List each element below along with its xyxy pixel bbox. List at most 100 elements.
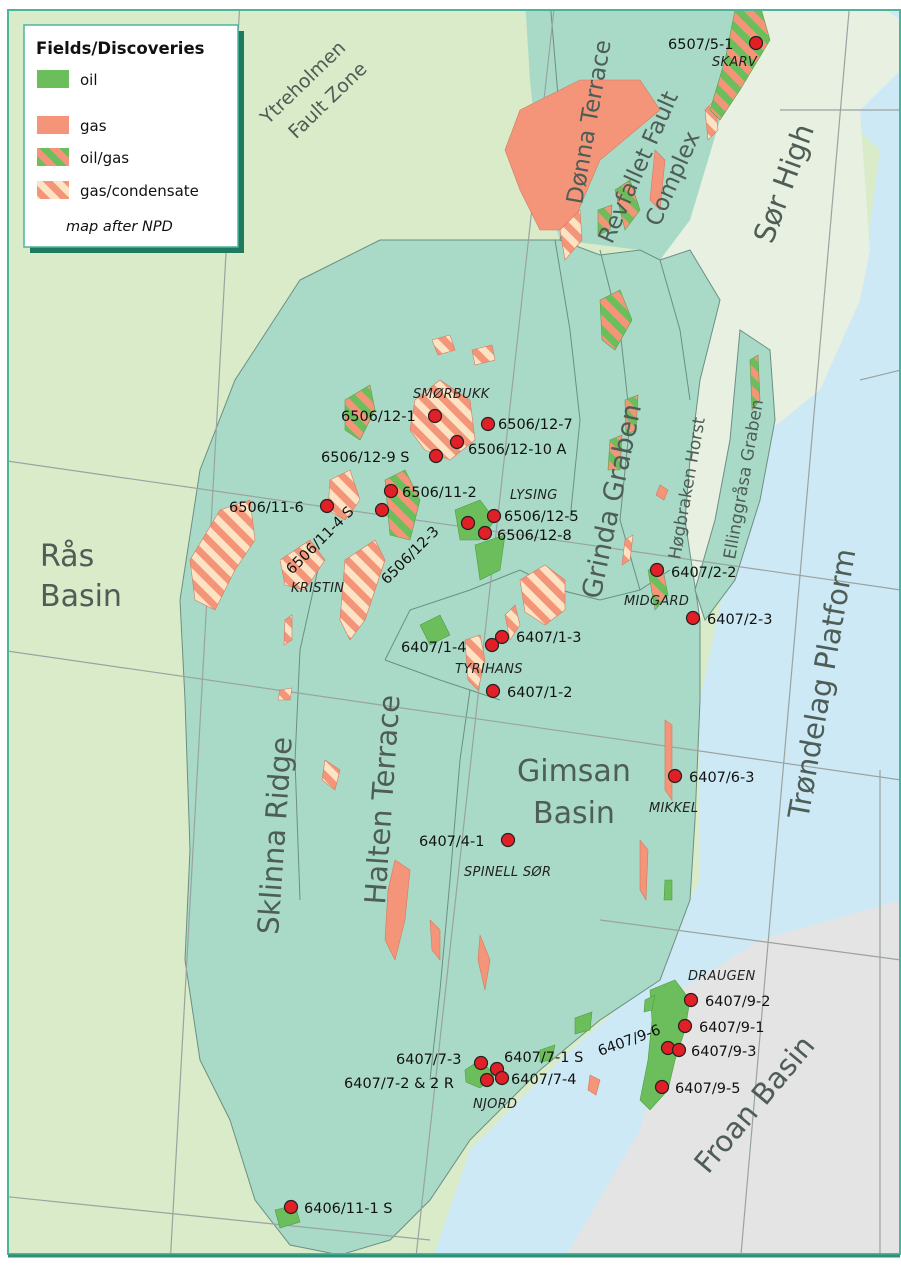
- region-label-ras: Rås Basin: [40, 539, 122, 614]
- well-6407-1-2[interactable]: 6407/1-2: [485, 683, 573, 702]
- well-6506-12-1[interactable]: 6506/12-1: [341, 408, 443, 425]
- well-marker-icon: [484, 637, 500, 653]
- well-marker-icon: [683, 992, 699, 1008]
- well-label: 6407/9-3: [691, 1044, 756, 1060]
- well-6407-7-3[interactable]: 6407/7-3: [396, 1052, 489, 1071]
- well-label: 6506/12-1: [341, 409, 416, 425]
- well-6506-11-6[interactable]: 6506/11-6: [229, 498, 335, 517]
- legend-label: oil: [80, 71, 98, 89]
- legend-item-oil: oil: [37, 70, 98, 89]
- well-6506-12-9-s[interactable]: 6506/12-9 S: [321, 448, 444, 467]
- well-6507-5-1[interactable]: 6507/5-1: [668, 35, 764, 54]
- well-marker-icon: [486, 508, 502, 524]
- well-6506-12-5[interactable]: 6506/12-5: [486, 508, 579, 525]
- well-label: 6407/1-3: [516, 630, 581, 646]
- well-marker-icon: [671, 1042, 687, 1058]
- well-marker-icon: [667, 768, 683, 784]
- well-label: 6506/12-10 A: [468, 442, 567, 458]
- field-label-smorbukk: SMØRBUKK: [413, 387, 491, 402]
- legend-label: gas/condensate: [80, 182, 199, 200]
- froan-area: [567, 900, 900, 1254]
- well-6506-12-7[interactable]: 6506/12-7: [480, 416, 573, 433]
- legend-item-gas: gas: [37, 116, 107, 135]
- well-label: 6507/5-1: [668, 37, 733, 53]
- field-label-skarv: SKARV: [712, 55, 758, 70]
- well-label: 6407/2-2: [671, 565, 736, 581]
- field-label-spinell-sor: SPINELL SØR: [464, 865, 551, 880]
- well-marker-icon: [494, 1070, 510, 1086]
- well-label: 6506/12-5: [504, 509, 579, 525]
- well-marker-icon: [473, 1055, 489, 1071]
- well-marker-icon: [427, 408, 443, 424]
- well-6407-6-3[interactable]: 6407/6-3: [667, 768, 755, 787]
- well-marker-icon: [649, 562, 665, 578]
- well-label: 6506/12-7: [498, 417, 573, 433]
- well-6407-1-4[interactable]: 6407/1-4: [401, 637, 500, 657]
- well-marker-icon: [480, 416, 496, 432]
- well-marker-icon: [374, 502, 390, 518]
- well-6506-11-2[interactable]: 6506/11-2: [383, 483, 477, 502]
- map-frame: [7, 9, 901, 1255]
- well-label: 6407/7-3: [396, 1052, 461, 1068]
- well-marker-icon: [449, 434, 465, 450]
- well-6407-4-1[interactable]: 6407/4-1: [419, 832, 516, 851]
- well-marker-icon: [685, 610, 701, 626]
- well-marker-icon: [654, 1079, 670, 1095]
- well-label: 6407/9-5: [675, 1081, 740, 1097]
- legend-label: oil/gas: [80, 149, 129, 167]
- well-marker-icon: [383, 483, 399, 499]
- well-label: 6506/11-6: [229, 500, 304, 516]
- well-marker-icon: [477, 525, 493, 541]
- legend-label: gas: [80, 117, 107, 135]
- well-6407-7-4[interactable]: 6407/7-4: [494, 1070, 577, 1089]
- well-6407-2-2[interactable]: 6407/2-2: [649, 562, 737, 582]
- well-marker-icon: [460, 515, 476, 531]
- well-label: 6407/1-4: [401, 640, 466, 656]
- field-label-midgard: MIDGARD: [624, 594, 689, 609]
- well-marker-icon: [319, 498, 335, 514]
- field-label-kristin: KRISTIN: [291, 581, 344, 596]
- well-6506-12-8[interactable]: 6506/12-8: [477, 525, 572, 545]
- well-label: 6506/12-9 S: [321, 450, 410, 466]
- well-label: 6407/4-1: [419, 834, 484, 850]
- well-marker-icon: [283, 1199, 299, 1215]
- legend-item-oilgas: oil/gas: [37, 148, 129, 167]
- gas-fields: [384, 79, 673, 1096]
- well-6407-9-5[interactable]: 6407/9-5: [654, 1079, 741, 1098]
- well-marker-icon: [677, 1018, 693, 1034]
- well-6406-11-1-s[interactable]: 6406/11-1 S: [283, 1199, 393, 1218]
- legend-box: [23, 24, 239, 248]
- well-6506-12-10-a[interactable]: 6506/12-10 A: [449, 434, 567, 459]
- field-label-njord: NJORD: [473, 1097, 517, 1112]
- well-6407-1-3[interactable]: 6407/1-3: [494, 629, 582, 646]
- well-marker-icon: [494, 629, 510, 645]
- well-marker-icon: [500, 832, 516, 848]
- well-6407-9-2[interactable]: 6407/9-2: [683, 992, 771, 1011]
- well-marker-icon: [748, 35, 764, 51]
- well-label: 6506/11-2: [402, 485, 477, 501]
- well-6407-7-2[interactable]: 6407/7-2 & 2 R: [344, 1072, 495, 1093]
- field-label-draugen: DRAUGEN: [688, 969, 756, 984]
- well-label: 6406/11-1 S: [304, 1201, 393, 1217]
- well-6407-9-3[interactable]: 6407/9-3: [671, 1042, 757, 1061]
- well-label: 6407/9-2: [705, 994, 770, 1010]
- well-label: 6407/7-1 S: [504, 1050, 583, 1066]
- well-6407-9-1[interactable]: 6407/9-1: [677, 1018, 765, 1037]
- legend-item-gascond: gas/condensate: [37, 181, 199, 200]
- well-label: 6407/1-2: [507, 685, 572, 701]
- well-label: 6407/6-3: [689, 770, 754, 786]
- well-6407-2-3[interactable]: 6407/2-3: [685, 610, 773, 629]
- gascond-fields: [189, 99, 719, 791]
- legend-swatch-oil: [37, 70, 69, 88]
- halten-basin: [179, 239, 721, 1254]
- well-marker-icon: [428, 448, 444, 464]
- well-marker-icon: [485, 683, 501, 699]
- legend-swatch-gascond: [37, 181, 69, 199]
- region-label-gimsan: Gimsan Basin: [517, 754, 640, 831]
- oil-fields: [274, 499, 691, 1229]
- well-label: 6407/7-4: [511, 1072, 576, 1088]
- well-label: 6407/9-1: [699, 1020, 764, 1036]
- field-label-mikkel: MIKKEL: [649, 801, 698, 816]
